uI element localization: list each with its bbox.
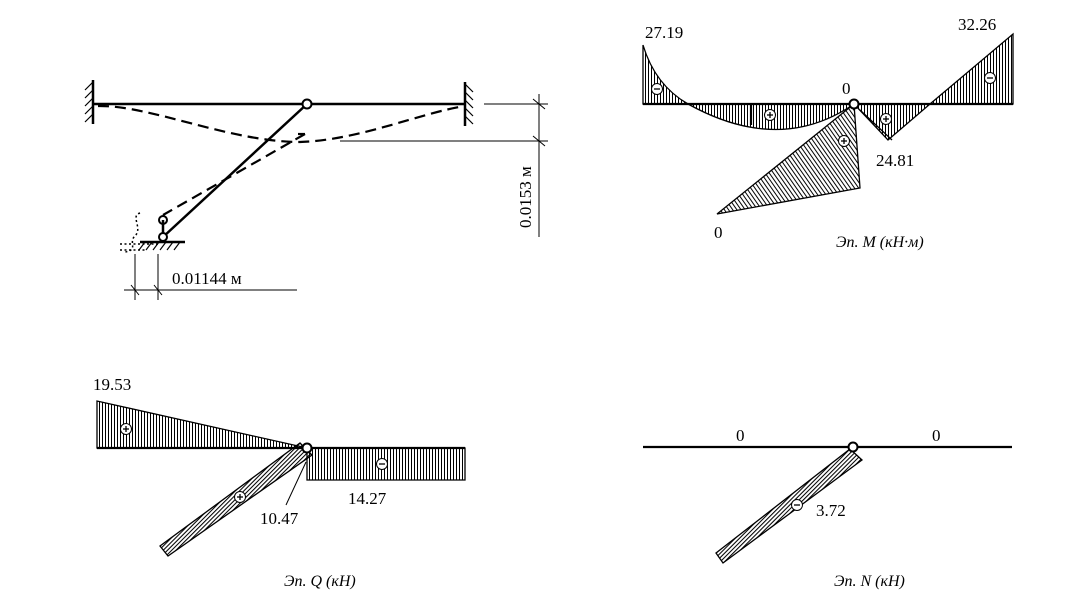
shear-diagram — [96, 400, 466, 557]
moment-sign-left — [651, 83, 663, 95]
axial-value-left: 0 — [736, 426, 745, 445]
moment-sign-right — [984, 72, 996, 84]
moment-region-left — [642, 44, 691, 105]
bottom-hinge — [158, 232, 168, 242]
shear-sign-right — [376, 458, 388, 470]
axial-region-strut — [715, 448, 864, 564]
shear-hinge — [301, 442, 313, 454]
axial-value-right: 0 — [932, 426, 941, 445]
axial-caption: Эп. N (кН) — [834, 573, 905, 590]
axial-sign-strut — [791, 499, 803, 511]
moment-region-right-minus — [928, 32, 1014, 105]
moment-sign-right-plus — [880, 113, 892, 125]
horizontal-dimension — [124, 254, 297, 300]
pinned-ground-support — [138, 240, 185, 251]
shear-value-right: 14.27 — [348, 489, 387, 508]
moment-caption: Эп. M (кН·м) — [836, 234, 924, 251]
moment-sign-mid — [764, 109, 776, 121]
shear-sign-strut — [234, 491, 246, 503]
deformed-shape — [97, 104, 466, 216]
shear-value-strut: 10.47 — [260, 509, 299, 528]
top-hinge — [301, 98, 313, 110]
vertical-dimension — [340, 94, 548, 237]
moment-value-right: 32.26 — [958, 15, 997, 34]
left-fixed-support — [84, 80, 95, 124]
moment-region-right-plus — [852, 103, 932, 141]
moment-value-hinge: 0 — [842, 79, 851, 98]
moment-diagram — [642, 32, 1014, 215]
dim-vertical-label: 0.0153 м — [516, 166, 535, 228]
moment-sign-strut — [838, 135, 850, 147]
axial-value-strut: 3.72 — [816, 501, 846, 520]
moment-value-left: 27.19 — [645, 23, 684, 42]
shear-leader — [285, 461, 307, 506]
structure-scheme — [84, 80, 548, 300]
strut — [162, 103, 308, 238]
axial-diagram — [643, 441, 1012, 564]
moment-region-strut — [716, 102, 861, 215]
moment-value-strut-top: 24.81 — [876, 151, 915, 170]
axial-hinge — [847, 441, 859, 453]
dim-horizontal-label: 0.01144 м — [172, 269, 242, 288]
shear-value-left: 19.53 — [93, 375, 132, 394]
displaced-support — [120, 212, 160, 253]
shear-caption: Эп. Q (кН) — [284, 573, 356, 590]
right-fixed-support — [463, 82, 474, 126]
shear-sign-left — [120, 423, 132, 435]
moment-hinge — [848, 98, 860, 110]
moment-value-strut-bottom: 0 — [714, 223, 723, 242]
